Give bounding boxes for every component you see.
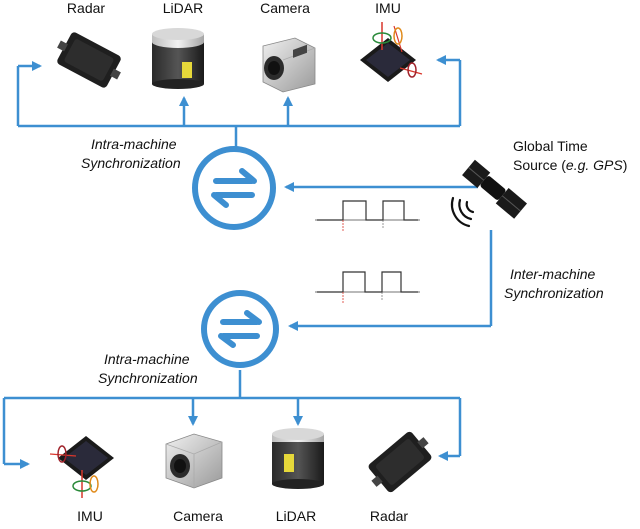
- satellite-icon: [462, 159, 528, 219]
- inter-machine-label-line2: Synchronization: [504, 285, 604, 301]
- top-sensor-label-lidar: LiDAR: [162, 0, 204, 16]
- pulse-plot-bottom: [315, 271, 420, 303]
- gps-label-prefix: Source (: [513, 157, 566, 173]
- radar-icon: [368, 431, 432, 493]
- gps-label-gps: GPS: [593, 157, 623, 173]
- bottom-sensor-label-camera: Camera: [173, 508, 223, 524]
- top-sensor-label-imu: IMU: [375, 0, 401, 16]
- top-bus-lines: [16, 55, 493, 331]
- lidar-icon: [272, 428, 324, 489]
- gps-label-line2: Source (e.g. GPS): [513, 157, 627, 173]
- gps-label-eg: e.g.: [565, 157, 590, 173]
- gps-label-suffix: ): [622, 157, 628, 173]
- pulse-plot-top: [315, 200, 420, 231]
- bottom-sensor-label-imu: IMU: [77, 508, 103, 524]
- intra-machine-label-bottom-line2: Synchronization: [98, 370, 198, 386]
- bottom-sensor-label-radar: Radar: [369, 508, 409, 524]
- bottom-bus-lines: [2, 370, 462, 469]
- sync-arrows-icon: [201, 290, 279, 368]
- intra-machine-label-bottom-line1: Intra-machine: [104, 351, 190, 367]
- signal-waves-icon: [450, 196, 475, 228]
- intra-machine-label-top-line2: Synchronization: [81, 155, 181, 171]
- intra-machine-label-top-line1: Intra-machine: [91, 136, 177, 152]
- top-sensor-label-camera: Camera: [260, 0, 310, 16]
- imu-icon: [360, 22, 423, 82]
- inter-machine-label-line1: Inter-machine: [510, 266, 596, 282]
- gps-label-line1: Global Time: [513, 138, 588, 154]
- radar-icon: [57, 32, 121, 88]
- bottom-sensor-label-lidar: LiDAR: [275, 508, 317, 524]
- sync-arrows-icon: [192, 146, 276, 230]
- top-sensor-label-radar: Radar: [66, 0, 106, 16]
- camera-icon: [165, 433, 223, 489]
- camera-icon: [262, 37, 316, 93]
- lidar-icon: [152, 28, 204, 89]
- imu-icon: [49, 436, 114, 498]
